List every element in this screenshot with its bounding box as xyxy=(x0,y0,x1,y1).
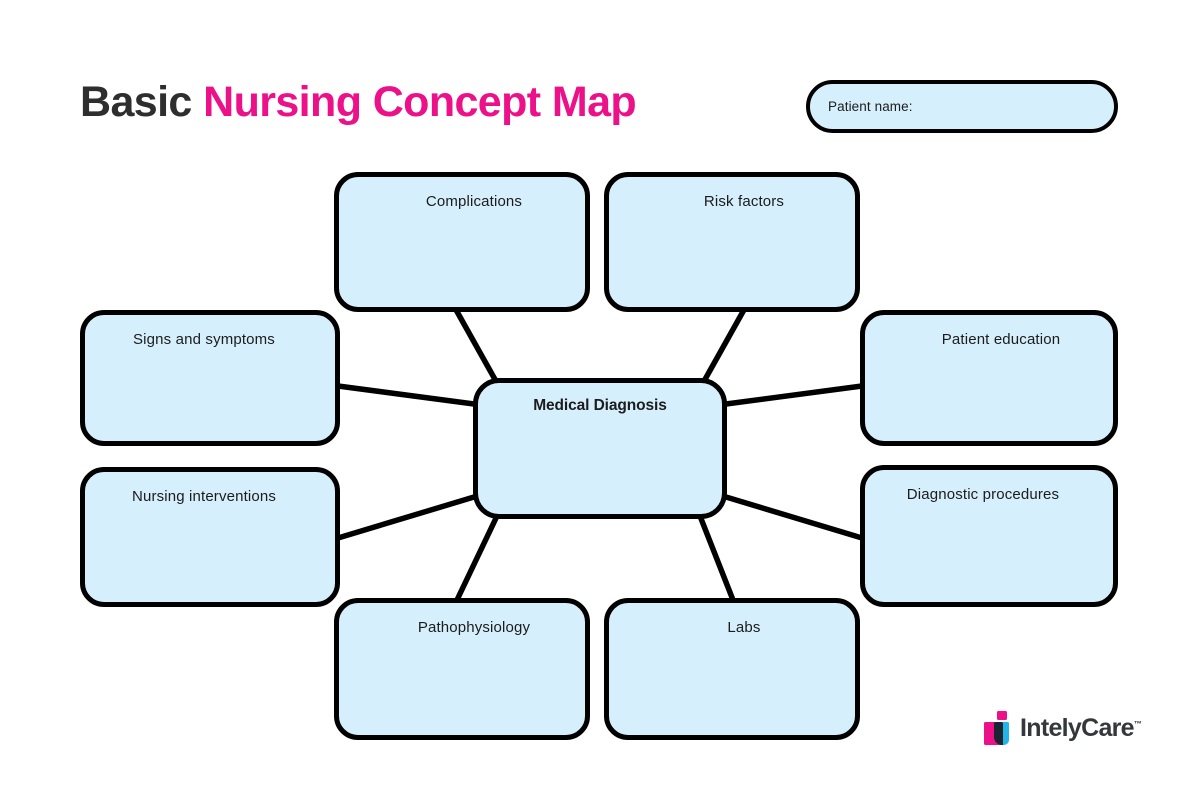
intelycare-mark-icon xyxy=(984,711,1011,745)
node-label-pathophysiology: Pathophysiology xyxy=(417,619,531,636)
connector-complications xyxy=(452,306,500,385)
node-label-diagnostic-procedures: Diagnostic procedures xyxy=(906,486,1060,503)
logo-stem-shape xyxy=(994,722,1003,745)
connector-risk-factors xyxy=(700,306,748,385)
node-label-risk-factors: Risk factors xyxy=(703,193,785,210)
node-diagnostic-procedures[interactable]: Diagnostic procedures xyxy=(860,465,1118,607)
node-label-nursing-interventions: Nursing interventions xyxy=(131,488,277,505)
node-label-medical-diagnosis: Medical Diagnosis xyxy=(533,397,667,414)
node-risk-factors[interactable]: Risk factors xyxy=(604,172,860,312)
node-patient-education[interactable]: Patient education xyxy=(860,310,1118,446)
trademark-symbol: ™ xyxy=(1133,719,1142,729)
page-title-accent: Nursing Concept Map xyxy=(203,78,637,126)
connector-patient-education xyxy=(725,383,863,407)
page-title-primary: Basic xyxy=(80,78,192,126)
node-signs-and-symptoms[interactable]: Signs and symptoms xyxy=(80,310,340,446)
connector-pathophysiology xyxy=(454,514,500,602)
node-label-labs: Labs xyxy=(727,619,761,636)
connector-signs-and-symptoms xyxy=(337,383,475,407)
node-nursing-interventions[interactable]: Nursing interventions xyxy=(80,467,340,607)
node-label-signs-and-symptoms: Signs and symptoms xyxy=(133,331,275,348)
patient-name-label: Patient name: xyxy=(828,99,913,114)
node-medical-diagnosis[interactable]: Medical Diagnosis xyxy=(473,378,727,519)
node-complications[interactable]: Complications xyxy=(334,172,590,312)
intelycare-logo: IntelyCare™ xyxy=(984,711,1142,745)
connector-diagnostic-procedures xyxy=(725,494,863,541)
page-title: Basic Nursing Concept Map xyxy=(80,78,637,127)
logo-cyan-shape xyxy=(1003,722,1009,745)
patient-name-field[interactable]: Patient name: xyxy=(806,80,1118,133)
brand-name-text: IntelyCare xyxy=(1020,713,1135,742)
connector-labs xyxy=(697,514,736,602)
node-pathophysiology[interactable]: Pathophysiology xyxy=(334,598,590,740)
logo-dot-shape xyxy=(997,711,1007,720)
node-label-complications: Complications xyxy=(425,193,523,210)
node-label-patient-education: Patient education xyxy=(941,331,1061,348)
brand-wordmark: IntelyCare™ xyxy=(1020,714,1142,743)
connector-nursing-interventions xyxy=(337,494,475,541)
node-labs[interactable]: Labs xyxy=(604,598,860,740)
